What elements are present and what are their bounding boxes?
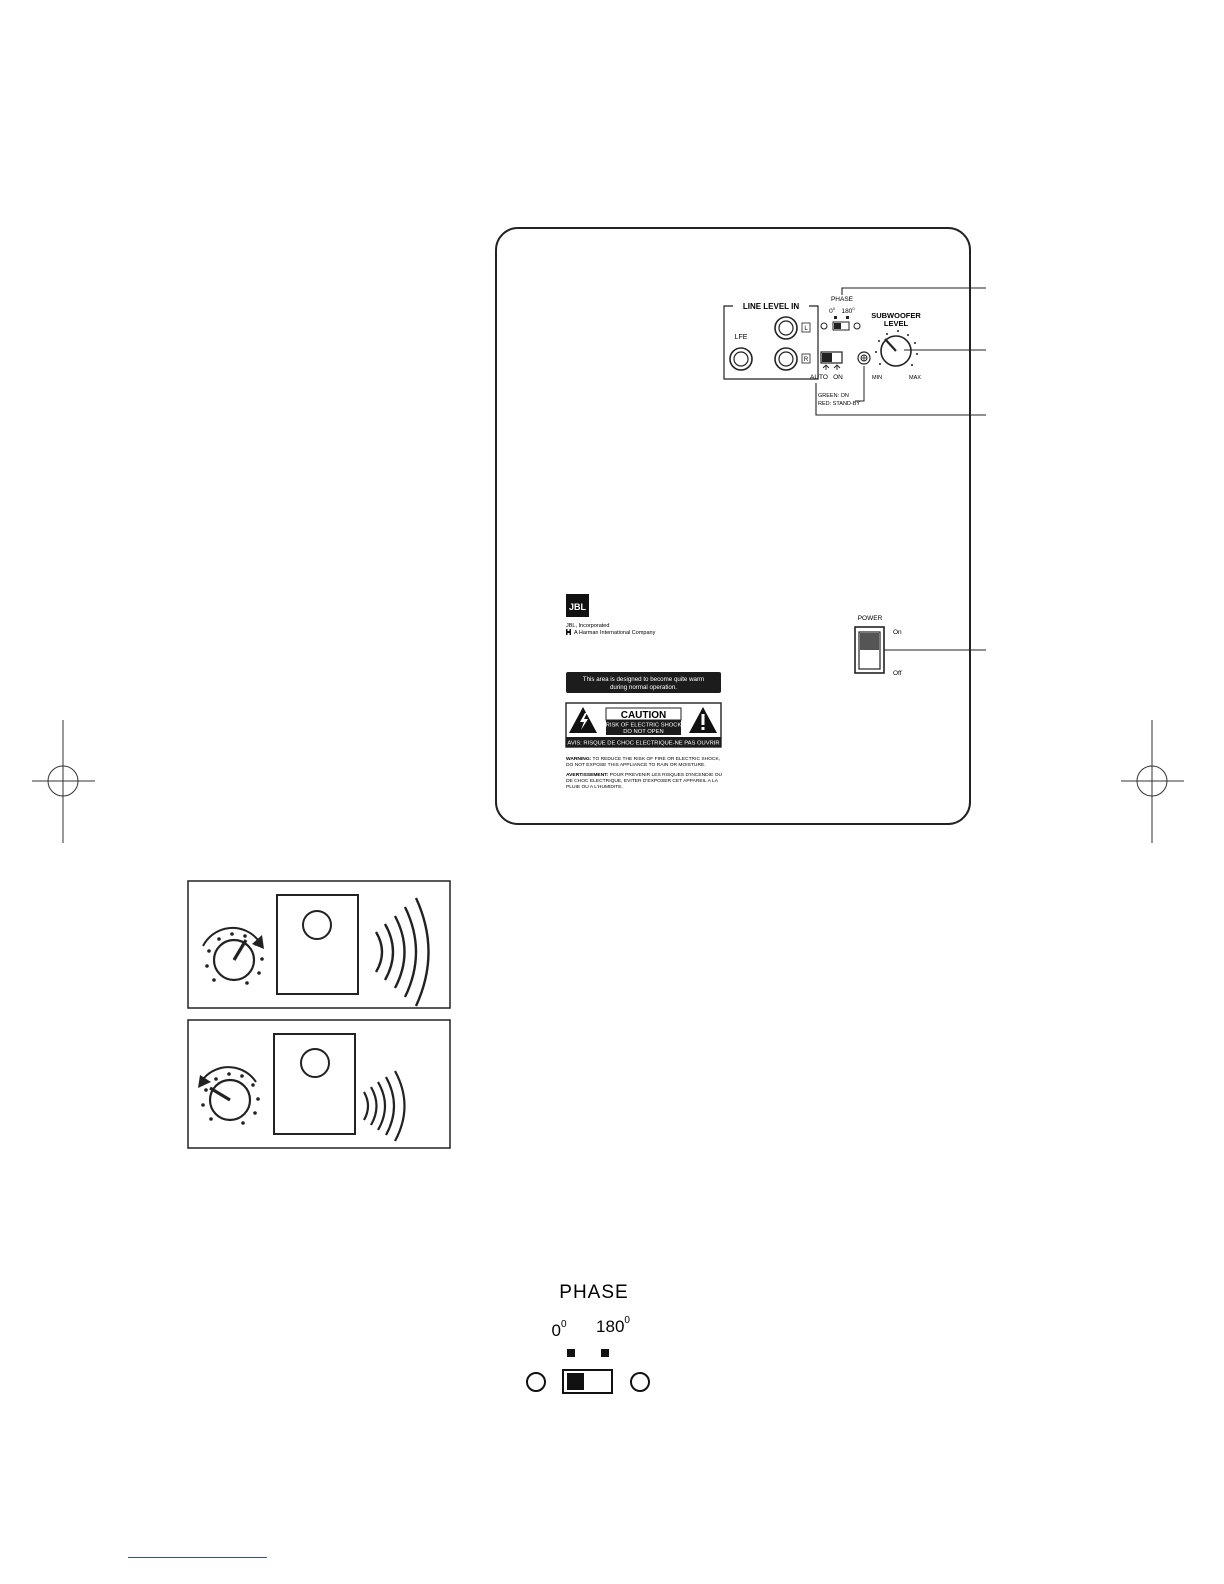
company-line-1: JBL, Incorporated: [566, 623, 609, 629]
phase-0-label: 00: [829, 306, 836, 315]
knob-ticks: [875, 330, 918, 366]
auto-label: AUTO: [810, 374, 828, 381]
phase-detail-180-label: 1800: [596, 1315, 630, 1336]
power-off-label: Off: [893, 670, 902, 677]
phase-detail-marker-180: [601, 1349, 609, 1357]
led-red-label: RED: STAND-BY: [818, 401, 860, 407]
electric-shock-warning-icon: [569, 707, 597, 733]
warm-line-2: during normal operation.: [610, 684, 677, 691]
warm-area-notice: This area is designed to become quite wa…: [566, 672, 721, 693]
power-switch-group: POWER On Off: [854, 615, 902, 677]
right-channel-label: R: [804, 357, 809, 363]
power-rocker-switch[interactable]: [854, 626, 885, 674]
sound-waves-loud: [374, 897, 430, 1007]
avert-text-2: DE CHOC ELECTRIQUE, EVITER D'EXPOSER CET…: [566, 778, 719, 784]
max-label: MAX: [909, 375, 921, 381]
callout-lines: [815, 287, 986, 651]
level-illustrations: [187, 880, 451, 1149]
led-green-label: GREEN: ON: [818, 393, 849, 399]
avert-text-3: PLUIE OU A L'HUMIDITE.: [566, 784, 623, 790]
caution-title: CAUTION: [621, 710, 667, 721]
sound-waves-soft: [363, 1070, 406, 1142]
subwoofer-cabinet-decrease: [273, 1033, 356, 1135]
jbl-logo: JBL: [566, 594, 589, 617]
subwoofer-cabinet-increase: [276, 894, 359, 995]
power-led: [857, 351, 871, 365]
subwoofer-level-label-1: SUBWOOFER: [871, 311, 921, 320]
phase-detail-switch[interactable]: [562, 1369, 613, 1394]
left-channel-label: L: [804, 326, 808, 332]
lfe-jack[interactable]: [729, 347, 753, 371]
warm-line-1: This area is designed to become quite wa…: [583, 676, 704, 683]
phase-detail-title: PHASE: [559, 1282, 628, 1303]
footer-rule: [128, 1557, 267, 1558]
avis-line: AVIS: RISQUE DE CHOC ELECTRIQUE-NE PAS O…: [567, 741, 719, 747]
min-label: MIN: [872, 375, 882, 381]
woofer-driver-increase: [302, 910, 332, 940]
caution-label: CAUTION RISK OF ELECTRIC SHOCK DO NOT OP…: [565, 702, 722, 748]
right-input-jack[interactable]: [774, 347, 798, 371]
warning-text-1: WARNING: TO REDUCE THE RISK OF FIRE OR E…: [566, 756, 720, 762]
rear-panel-diagram: LINE LEVEL IN LFE L R PHASE 00 1800: [32, 227, 1184, 843]
registration-mark-left: [32, 720, 95, 843]
phase-switch-group: PHASE 00 1800: [820, 296, 861, 331]
knob-ticks-decrease: [201, 1072, 260, 1125]
woofer-driver-decrease: [300, 1048, 330, 1078]
phase-detail-led-right: [630, 1372, 650, 1392]
decrease-level-illustration: [187, 1019, 451, 1149]
phase-detail-0-label: 00: [551, 1319, 566, 1340]
on-label: ON: [833, 374, 843, 381]
phase-switch-detail: PHASE 00 1800: [526, 1282, 650, 1394]
line-level-in-label: LINE LEVEL IN: [743, 302, 800, 311]
rotate-clockwise-arrow: [202, 926, 259, 947]
registration-mark-right: [1121, 720, 1184, 843]
rotate-counterclockwise-arrow: [203, 1066, 257, 1083]
company-line-2: A Harman International Company: [574, 630, 656, 636]
line-level-in-group: LINE LEVEL IN LFE L R: [723, 300, 819, 380]
exclamation-warning-icon: [689, 707, 717, 733]
lfe-label: LFE: [735, 334, 748, 341]
jbl-logo-text: JBL: [569, 602, 587, 612]
phase-180-label: 1800: [841, 306, 855, 315]
caution-line-2: DO NOT OPEN: [623, 729, 663, 735]
phase-detail-led-left: [526, 1372, 546, 1392]
left-input-jack[interactable]: [774, 316, 798, 340]
subwoofer-level-group: SUBWOOFER LEVEL MIN MAX: [871, 311, 921, 381]
power-on-label: On: [893, 629, 902, 636]
power-label: POWER: [858, 615, 883, 622]
increase-level-illustration: [187, 880, 451, 1009]
auto-on-switch[interactable]: [820, 351, 843, 364]
caution-line-1: RISK OF ELECTRIC SHOCK: [606, 723, 682, 729]
auto-on-switch-group: AUTO ON: [810, 351, 843, 381]
warning-text-2: DO NOT EXPOSE THIS APPLIANCE TO RAIN OR …: [566, 762, 706, 768]
phase-detail-marker-0: [567, 1349, 575, 1357]
subwoofer-level-label-2: LEVEL: [884, 319, 909, 328]
harman-icon: [566, 629, 571, 635]
phase-switch[interactable]: [832, 321, 850, 331]
phase-label: PHASE: [831, 296, 854, 303]
subwoofer-level-knob[interactable]: [880, 335, 912, 367]
avert-text-1: AVERTISSEMENT: POUR PREVENIR LES RISQUES…: [566, 772, 722, 778]
